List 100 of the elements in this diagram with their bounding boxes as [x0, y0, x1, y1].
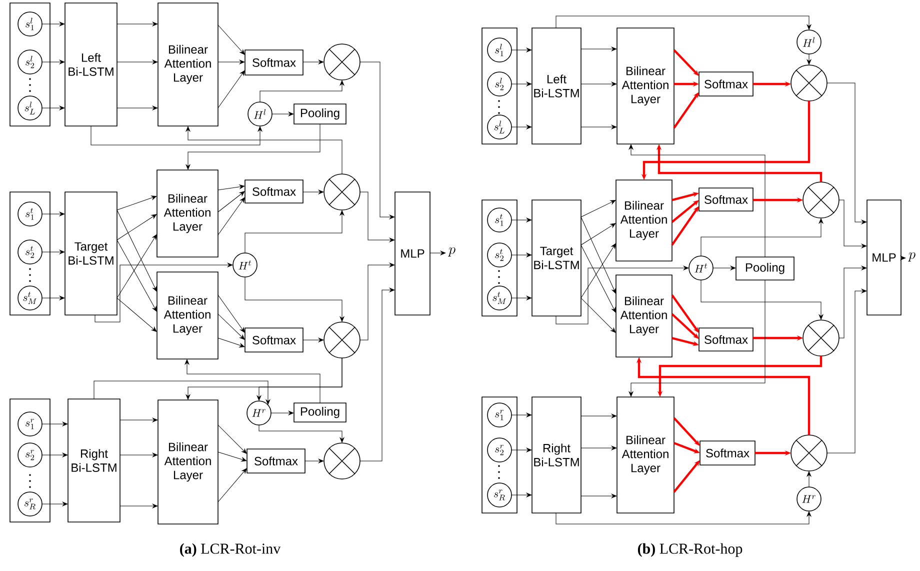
arrow — [218, 197, 245, 236]
arrow — [272, 112, 294, 116]
arrow — [360, 62, 395, 220]
arrow — [580, 216, 616, 294]
arrow — [580, 223, 616, 246]
arrow — [360, 192, 395, 242]
arrow — [218, 184, 245, 190]
arrow — [511, 492, 532, 498]
arrow — [580, 414, 617, 418]
input-group-box — [482, 200, 518, 316]
softmax-box: Softmax — [244, 180, 304, 204]
pooling-box: Pooling — [294, 104, 346, 124]
arrow — [42, 296, 65, 300]
attention-box: Bilinear Attention Layer — [616, 274, 672, 358]
arrow — [360, 288, 395, 462]
arrow — [580, 46, 617, 52]
arrow — [900, 256, 906, 260]
output-symbol: $p$ — [448, 247, 456, 256]
lstm-box: Target Bi-LSTM — [532, 200, 582, 316]
arrow — [42, 22, 65, 26]
input-group-box — [10, 398, 50, 522]
softmax-box: Softmax — [244, 328, 304, 352]
arrow — [116, 106, 158, 110]
multiply-circle — [324, 174, 360, 210]
arrow — [42, 452, 68, 458]
softmax-box: Softmax — [698, 328, 754, 352]
arrow — [90, 126, 262, 146]
arrow — [120, 418, 158, 422]
arrow — [120, 504, 158, 508]
arrow — [184, 359, 320, 404]
attention-box: Bilinear Attention Layer — [158, 400, 218, 524]
pooling-box: Pooling — [294, 402, 346, 422]
arrow — [511, 448, 532, 452]
attention-box: Bilinear Attention Layer — [616, 28, 674, 144]
arrow — [116, 298, 157, 332]
arrow — [580, 446, 617, 450]
lstm-box: Left Bi-LSTM — [64, 2, 118, 126]
softmax-box: Softmax — [244, 50, 304, 76]
attention-box: Bilinear Attention Layer — [156, 272, 218, 360]
arrow — [42, 502, 68, 506]
arrow — [838, 200, 867, 248]
arrow — [218, 191, 245, 212]
input-group-box — [10, 192, 50, 316]
arrow — [218, 468, 247, 502]
arrow — [116, 60, 158, 64]
arrow — [580, 243, 616, 298]
arrow — [94, 380, 270, 405]
lstm-box: Right Bi-LSTM — [68, 398, 120, 522]
arrow — [700, 218, 824, 256]
multiply-circle — [802, 182, 840, 218]
arrow — [244, 276, 344, 322]
arrow — [302, 60, 324, 64]
arrow — [116, 234, 157, 298]
arrow — [116, 240, 157, 312]
arrow — [556, 266, 689, 324]
softmax-box: Softmax — [698, 72, 754, 96]
arrow — [511, 82, 532, 86]
arrow — [42, 422, 68, 426]
arrow — [42, 106, 65, 110]
arrow — [218, 294, 245, 333]
arrow — [218, 424, 247, 454]
arrow — [628, 280, 766, 397]
multiply-circle — [324, 442, 360, 480]
arrow — [806, 471, 812, 488]
arrow — [270, 410, 294, 416]
arrow — [260, 80, 344, 102]
arrow — [511, 412, 532, 418]
arrow — [94, 262, 233, 322]
arrow — [116, 22, 158, 26]
arrow — [511, 218, 532, 222]
pooling-box: Pooling — [736, 256, 794, 280]
arrow — [302, 190, 324, 194]
softmax-box: Softmax — [698, 188, 754, 212]
arrow — [556, 16, 812, 30]
arrow — [826, 288, 867, 454]
arrow — [712, 266, 736, 270]
arrow — [304, 458, 324, 464]
arrow — [258, 424, 344, 443]
arrow — [218, 314, 245, 340]
arrow — [580, 82, 617, 86]
arrow — [511, 124, 532, 130]
input-group-box — [482, 396, 518, 514]
arrow — [673, 417, 700, 446]
arrow — [673, 49, 699, 76]
attention-box: Bilinear Attention Layer — [158, 2, 218, 126]
attention-box: Bilinear Attention Layer — [616, 180, 672, 262]
arrow — [116, 214, 157, 240]
output-symbol: $p$ — [908, 252, 916, 262]
arrow — [671, 313, 699, 339]
arrow — [42, 250, 65, 254]
arrow — [116, 196, 157, 210]
multiply-circle — [802, 320, 840, 356]
arrow — [556, 511, 812, 524]
arrow — [120, 452, 158, 458]
arrow — [244, 210, 344, 254]
arrow — [42, 212, 65, 216]
arrow — [580, 124, 617, 130]
multiply-circle — [790, 64, 828, 102]
lstm-box: Right Bi-LSTM — [532, 396, 582, 514]
attention-box: Bilinear Attention Layer — [156, 170, 218, 258]
